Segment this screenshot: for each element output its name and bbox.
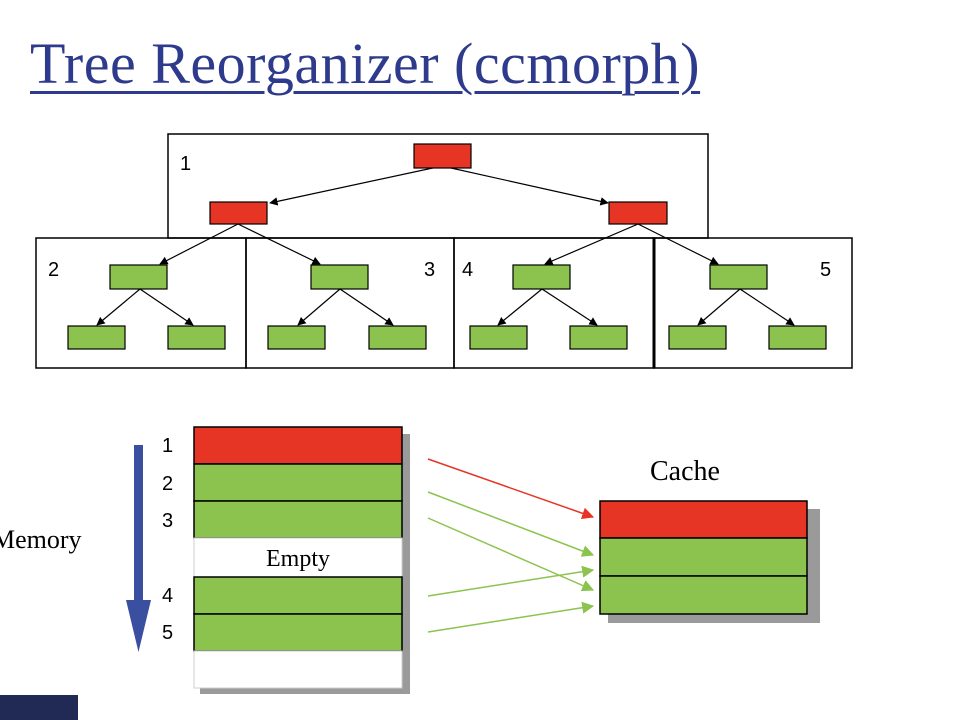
- page-title: Tree Reorganizer (ccmorph): [30, 31, 701, 96]
- tree-block-label-2: 2: [48, 259, 59, 281]
- tree-leaf: [668, 325, 727, 350]
- tree-node-green: [109, 264, 168, 290]
- memory-slot-2: [193, 463, 403, 502]
- tree-leaf: [368, 325, 427, 350]
- memory-slot-empty: [193, 537, 403, 578]
- memory-slot-1: [193, 426, 403, 465]
- tree-node-red-left: [209, 201, 268, 225]
- cache-line-3: [599, 575, 808, 615]
- memory-slot-3: [193, 500, 403, 539]
- tree-block-label-1: 1: [180, 153, 191, 175]
- cache-diagram: Cache: [599, 456, 820, 623]
- tree-block-label-4: 4: [462, 259, 473, 281]
- memory-label: Memory: [0, 525, 82, 554]
- memory-diagram: Memory 1 2 3 4 5 Empty: [0, 426, 410, 694]
- slide-corner-decoration: [0, 695, 78, 720]
- memory-slot-5: [193, 613, 403, 652]
- cache-line-2: [599, 537, 808, 577]
- memory-order-arrow: [126, 445, 151, 652]
- tree-leaf: [768, 325, 827, 350]
- memory-slot-number-1: 1: [162, 435, 173, 457]
- tree-leaf: [267, 325, 326, 350]
- tree-leaf: [469, 325, 528, 350]
- memory-empty-label: Empty: [266, 546, 330, 572]
- memory-slot-4: [193, 576, 403, 615]
- tree-node-root: [413, 143, 472, 169]
- tree-leaf: [569, 325, 628, 350]
- memory-to-cache-arrows: [427, 458, 595, 633]
- memory-slot-free: [193, 650, 403, 689]
- memory-slot-number-4: 4: [162, 585, 173, 607]
- memory-slot-number-3: 3: [162, 510, 173, 532]
- memory-slot-number-5: 5: [162, 622, 173, 644]
- tree-node-green: [709, 264, 768, 290]
- tree-node-green: [310, 264, 369, 290]
- tree-node-red-right: [608, 201, 668, 225]
- tree-diagram: 1 2 3 4 5: [35, 133, 853, 369]
- cache-line-1: [599, 500, 808, 539]
- tree-leaf: [167, 325, 226, 350]
- tree-block-label-3: 3: [424, 259, 435, 281]
- memory-slot-number-2: 2: [162, 473, 173, 495]
- tree-leaf: [67, 325, 126, 350]
- cache-label: Cache: [650, 456, 720, 487]
- tree-node-green: [512, 264, 571, 290]
- tree-block-label-5: 5: [820, 259, 831, 281]
